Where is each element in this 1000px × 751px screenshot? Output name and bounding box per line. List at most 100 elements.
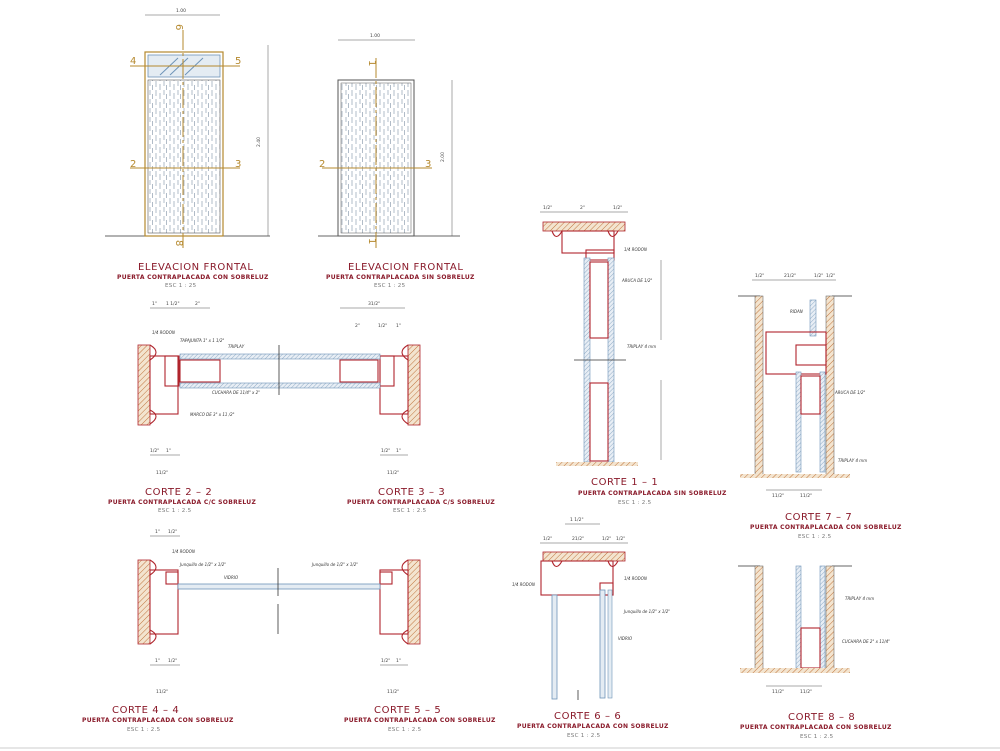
note: CUCHARA DE 11/4" x 2"	[212, 390, 260, 395]
section-8-8: TRIPLAY 4 mm CUCHARA DE 2" x 11/4" 11/2"…	[738, 565, 892, 740]
title-corte-8-8: CORTE 8 – 8	[788, 712, 855, 723]
scale-elev-sin: ESC 1 : 25	[374, 283, 406, 289]
cut-marker-3: 3	[425, 159, 431, 170]
dim: 1/2"	[168, 658, 177, 664]
dim: 1/2"	[814, 273, 823, 279]
elevation-with-transom: 1.00 2.40 6 4 5 2 3 8 ELEVACION FRONTAL …	[105, 8, 270, 289]
dim: 1"	[155, 658, 160, 664]
note: 1/4 RODON	[172, 549, 195, 554]
dim: 1/2"	[150, 448, 159, 454]
dim: 21/2"	[784, 273, 796, 279]
dim: 1"	[166, 448, 171, 454]
dim: 1/2"	[378, 323, 387, 329]
dim: 11/2"	[387, 470, 399, 476]
note: 1/4 RODON	[152, 330, 175, 335]
note: ARUCA DE 1/2"	[621, 278, 653, 283]
cut-marker-4: 4	[130, 56, 136, 67]
dim: 1/2"	[381, 658, 390, 664]
dim: 11/2"	[772, 493, 784, 499]
note: Junquillo de 1/2" x 1/2"	[623, 609, 670, 614]
cut-marker-1-top: 1	[366, 60, 377, 66]
dim: 2"	[580, 205, 585, 211]
dim: 1/2"	[168, 529, 177, 535]
note: Junquillo de 1/2" x 1/2"	[179, 562, 226, 567]
subtitle-corte-1-1: PUERTA CONTRAPLACADA SIN SOBRELUZ	[578, 490, 727, 497]
dim: 11/2"	[800, 689, 812, 695]
note: 1/4 RODON	[512, 582, 535, 587]
note: 1/4 RODON	[624, 576, 647, 581]
dim: 1/2"	[826, 273, 835, 279]
dim-width: 1.00	[370, 33, 380, 39]
scale-corte-7-7: ESC 1 : 2.5	[798, 534, 832, 540]
dim: 1/2"	[616, 536, 625, 542]
note: RIDAN	[790, 309, 803, 314]
cut-marker-2: 2	[130, 159, 136, 170]
subtitle-corte-2-2: PUERTA CONTRAPLACADA C/C SOBRELUZ	[108, 499, 256, 506]
dim: 1"	[396, 323, 401, 329]
subtitle-corte-6-6: PUERTA CONTRAPLACADA CON SOBRELUZ	[517, 723, 669, 730]
dim: 1"	[396, 658, 401, 664]
dim: 2"	[195, 301, 200, 307]
dim: 11/2"	[800, 493, 812, 499]
note: Junquillo de 1/2" x 1/2"	[311, 562, 358, 567]
dim: 11/2"	[156, 470, 168, 476]
scale-corte-2-2: ESC 1 : 2.5	[158, 508, 192, 514]
subtitle-corte-8-8: PUERTA CONTRAPLACADA CON SOBRELUZ	[740, 724, 892, 731]
elevation-without-transom: 1.00 2.00 1 2 3 1 ELEVACION FRONTAL PUER…	[318, 33, 475, 289]
title-elev-sin: ELEVACION FRONTAL	[348, 262, 464, 273]
dim: 1/2"	[755, 273, 764, 279]
dim-height: 2.00	[440, 152, 446, 162]
dim: 1/2"	[543, 536, 552, 542]
subtitle-elev-sin: PUERTA CONTRAPLACADA SIN SOBRELUZ	[326, 274, 475, 281]
cut-marker-8: 8	[173, 240, 184, 246]
dim: 1"	[396, 448, 401, 454]
title-corte-7-7: CORTE 7 – 7	[785, 512, 852, 523]
note: TRIPLAY 4 mm	[838, 458, 867, 463]
note: MARCO DE 3" x 11 /2"	[190, 412, 235, 417]
scale-corte-6-6: ESC 1 : 2.5	[567, 733, 601, 739]
dim: 31/2"	[368, 301, 380, 307]
note: TRIPLAY 4 mm	[845, 596, 874, 601]
dim: 1 1/2"	[570, 517, 584, 523]
note: TAPAJUNTA 1" x 1 1/2"	[180, 338, 224, 343]
note: VIDRIO	[618, 636, 632, 641]
dim: 1/2"	[543, 205, 552, 211]
note: 1/4 RODON	[624, 247, 647, 252]
cut-marker-1-bottom: 1	[366, 238, 377, 244]
scale-corte-4-4: ESC 1 : 2.5	[127, 727, 161, 733]
dim: 11/2"	[772, 689, 784, 695]
dim: 2"	[355, 323, 360, 329]
subtitle-elev-con: PUERTA CONTRAPLACADA CON SOBRELUZ	[117, 274, 269, 281]
section-2-2-and-3-3: 1" 1 1/2" 2" 31/2" 2" 1/2" 1" 1/4 RODON …	[108, 301, 495, 514]
dim: 1 1/2"	[166, 301, 180, 307]
dim: 11/2"	[156, 689, 168, 695]
title-corte-3-3: CORTE 3 – 3	[378, 487, 445, 498]
subtitle-corte-5-5: PUERTA CONTRAPLACADA CON SOBRELUZ	[344, 717, 496, 724]
note: VIDRIO	[224, 575, 238, 580]
cut-marker-5: 5	[235, 56, 241, 67]
scale-elev-con: ESC 1 : 25	[165, 283, 197, 289]
cut-marker-6: 6	[173, 24, 184, 30]
title-corte-1-1: CORTE 1 – 1	[591, 477, 658, 488]
dim-height: 2.40	[256, 137, 262, 147]
scale-corte-8-8: ESC 1 : 2.5	[800, 734, 834, 740]
title-corte-2-2: CORTE 2 – 2	[145, 487, 212, 498]
title-corte-4-4: CORTE 4 – 4	[112, 705, 179, 716]
dim-width: 1.00	[176, 8, 186, 14]
dim: 1/2"	[613, 205, 622, 211]
title-corte-6-6: CORTE 6 – 6	[554, 711, 621, 722]
section-4-4-and-5-5: 1" 1/2" 1/4 RODON Junquillo de 1/2" x 1/…	[82, 529, 496, 733]
title-elev-con: ELEVACION FRONTAL	[138, 262, 254, 273]
dim: 1"	[155, 529, 160, 535]
title-corte-5-5: CORTE 5 – 5	[374, 705, 441, 716]
note: TRIPLAY	[228, 344, 245, 349]
dim: 1"	[152, 301, 157, 307]
subtitle-corte-7-7: PUERTA CONTRAPLACADA CON SOBRELUZ	[750, 524, 902, 531]
scale-corte-5-5: ESC 1 : 2.5	[388, 727, 422, 733]
dim: 1/2"	[602, 536, 611, 542]
section-1-1: 1/2" 2" 1/2" 1/4 RODON ARUCA DE 1/2" TRI…	[540, 205, 727, 506]
dim: 21/2"	[572, 536, 584, 542]
cut-marker-3: 3	[235, 159, 241, 170]
dim: 1/2"	[381, 448, 390, 454]
